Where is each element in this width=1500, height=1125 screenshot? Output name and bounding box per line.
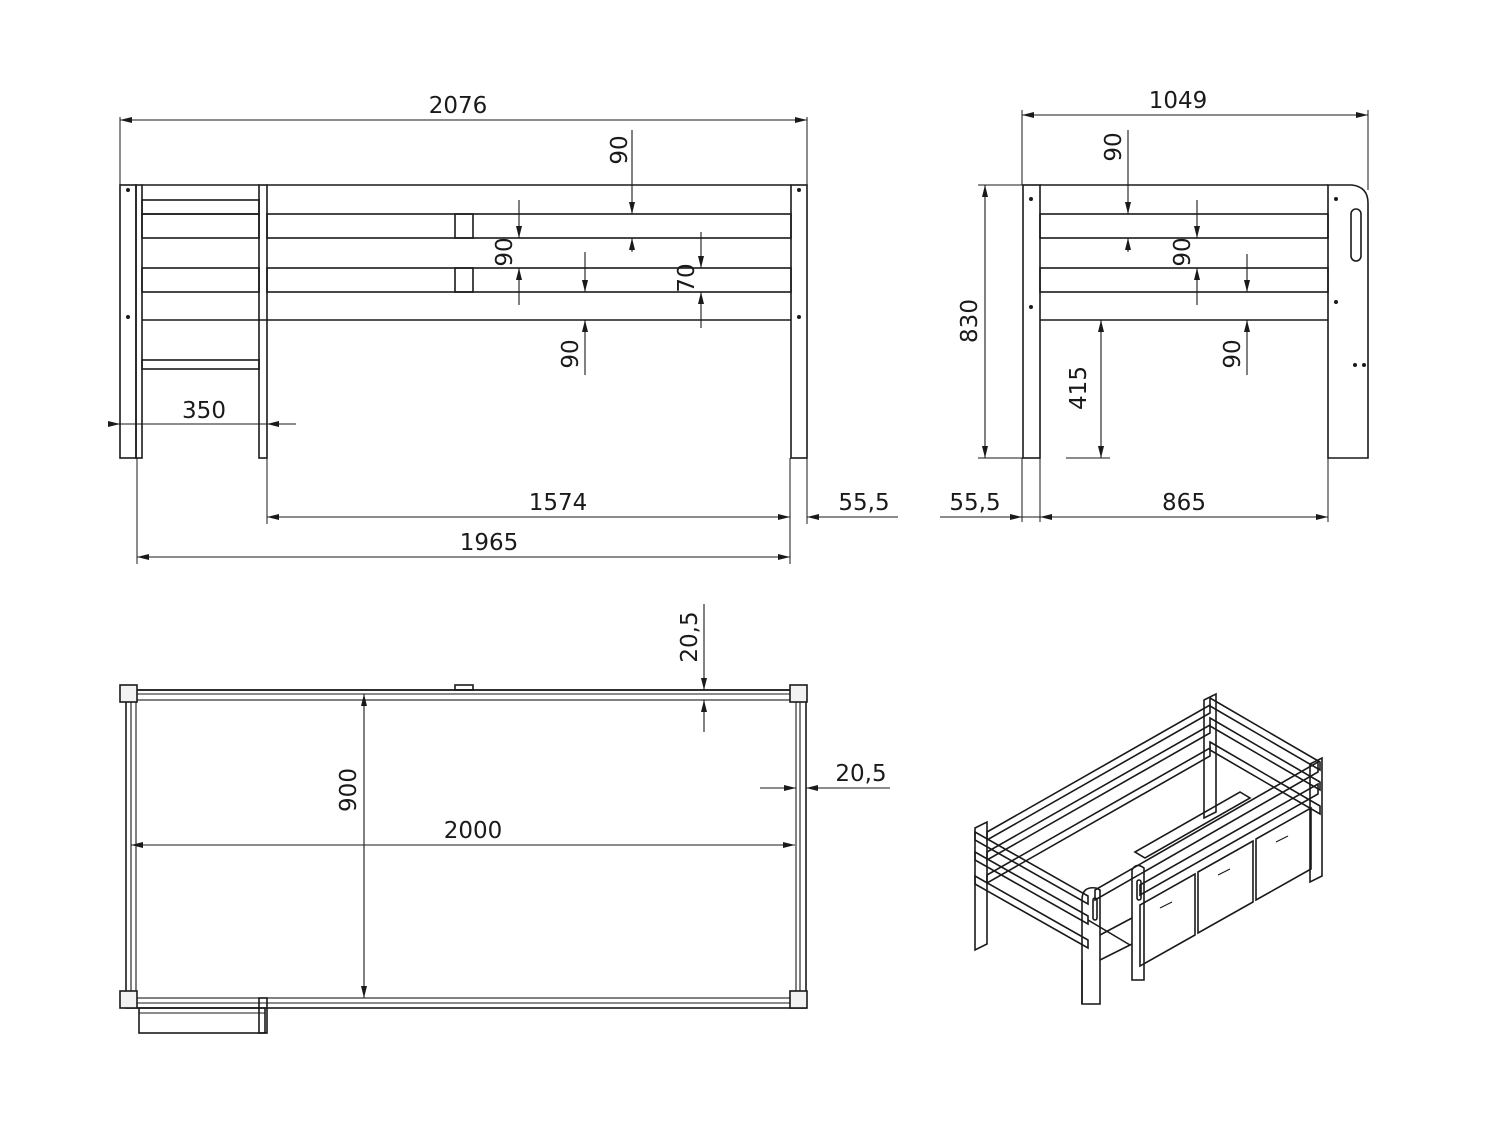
front-ladder-rail-top <box>141 199 260 215</box>
front-right-post-bolt-top <box>797 188 801 192</box>
front-ladder-rail-upper <box>141 213 260 239</box>
front-rail-lower <box>266 267 792 293</box>
front-left-post-bolt-top <box>126 188 130 192</box>
dim-overall-length-label: 2076 <box>429 93 488 119</box>
front-rail-upper <box>266 213 792 239</box>
iso-back-right-post <box>1203 692 1217 820</box>
iso-head-rail-top <box>1209 696 1321 772</box>
iso-shelf <box>1133 791 1252 859</box>
front-divider-bottom <box>454 267 474 293</box>
dim-overall-height-label: 830 <box>957 299 983 343</box>
top-view: 20,5 900 2000 20,5 <box>119 604 890 1034</box>
side-view: 1049 90 90 90 830 415 55,5 865 <box>940 88 1369 522</box>
top-corner-post-tl <box>119 684 138 703</box>
iso-ladder-post-right <box>1131 864 1145 981</box>
dim-frame-length-label: 1965 <box>460 530 519 556</box>
iso-drawer-2 <box>1197 839 1254 935</box>
iso-front-right-post <box>1309 756 1323 884</box>
side-rail-upper <box>1039 213 1329 239</box>
dim-rail-gap-low-label: 90 <box>558 339 584 368</box>
iso-head-rail-low <box>1209 740 1321 816</box>
top-frame-outline <box>125 689 807 1009</box>
dim-overall-width-label: 1049 <box>1149 88 1208 114</box>
side-rail-lower <box>1039 267 1329 293</box>
front-left-post <box>119 184 137 459</box>
side-handle-slot <box>1350 208 1362 262</box>
iso-view <box>974 692 1323 1005</box>
dim-inner-width-label: 865 <box>1162 490 1206 516</box>
iso-drawer-3 <box>1255 806 1312 902</box>
dim-rail-gap-mid-label: 90 <box>492 237 518 266</box>
top-ladder-post <box>258 997 268 1034</box>
dim-rail-thickness-end-label: 20,5 <box>835 761 886 787</box>
iso-ladder-rung <box>1099 917 1133 936</box>
iso-back-left-post <box>974 820 988 952</box>
side-dim-rail-gap-mid-label: 90 <box>1170 237 1196 266</box>
iso-handle-slot-right <box>1136 879 1142 901</box>
dim-clearance-height-label: 415 <box>1066 366 1092 410</box>
dim-rail-height-label: 70 <box>674 263 700 292</box>
dim-post-width-left-label: 55,5 <box>949 490 1000 516</box>
dim-inner-length-label: 1574 <box>529 490 588 516</box>
iso-drawer-1 <box>1139 872 1196 968</box>
dim-rail-thickness-side-label: 20,5 <box>677 611 703 662</box>
dim-mattress-length-label: 2000 <box>444 818 503 844</box>
front-view: 2076 90 90 70 90 350 1574 55,5 1965 <box>108 93 898 564</box>
iso-handle-slot-left <box>1092 897 1098 921</box>
side-right-endboard <box>1327 184 1369 459</box>
front-right-post-bolt-bottom <box>797 315 801 319</box>
iso-ladder-post-left <box>1081 886 1101 1005</box>
front-right-post <box>790 184 808 459</box>
dim-ladder-width-label: 350 <box>182 398 226 424</box>
iso-head-rail-mid <box>1209 716 1321 792</box>
front-ladder-rail-lower <box>141 267 260 293</box>
front-divider-top <box>454 213 474 239</box>
top-ladder-step <box>138 1007 266 1034</box>
top-corner-post-br <box>789 990 808 1009</box>
front-ladder-step <box>141 359 260 370</box>
iso-front-rail-top <box>1094 760 1319 902</box>
top-mattress-area <box>135 699 797 999</box>
iso-foot-rail-mid <box>974 850 1089 926</box>
front-ladder-post <box>258 184 268 459</box>
side-dim-rail-gap-low-label: 90 <box>1220 339 1246 368</box>
top-corner-post-bl <box>119 990 138 1009</box>
top-divider-tab <box>454 684 474 691</box>
front-left-post-inner <box>135 184 143 459</box>
dim-post-width-right-label: 55,5 <box>838 490 889 516</box>
side-dim-rail-gap-top-label: 90 <box>1101 132 1127 161</box>
front-left-post-bolt-bottom <box>126 315 130 319</box>
side-left-post <box>1022 184 1041 459</box>
top-corner-post-tr <box>789 684 808 703</box>
dim-mattress-width-label: 900 <box>336 768 362 812</box>
iso-front-rail-mid <box>1139 782 1319 897</box>
dim-rail-gap-top-label: 90 <box>607 135 633 164</box>
